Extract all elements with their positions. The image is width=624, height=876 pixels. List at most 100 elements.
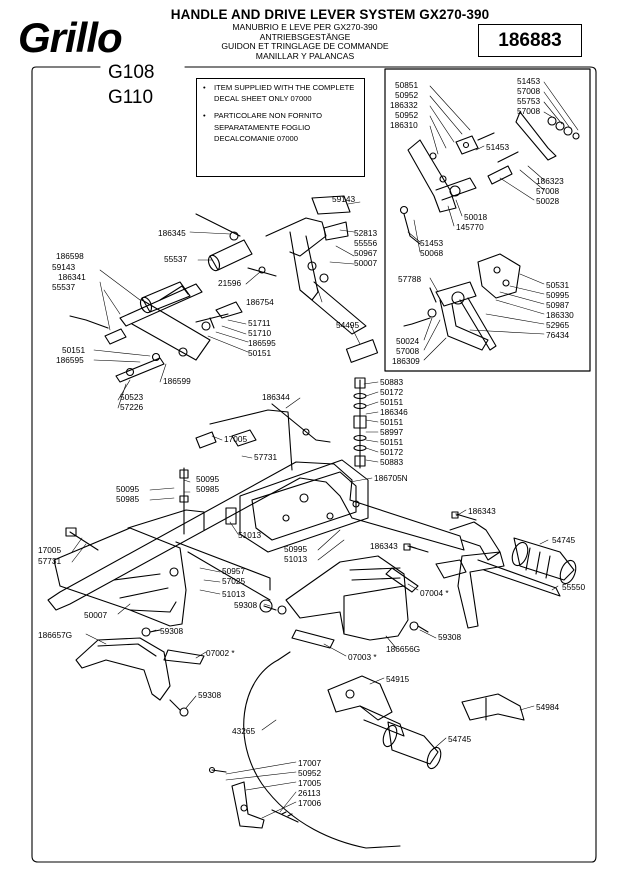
callout: 54745 bbox=[448, 734, 471, 744]
callout: 186310 bbox=[390, 120, 418, 130]
callout: 55556 bbox=[354, 238, 377, 248]
grip-54745-upper bbox=[511, 537, 577, 585]
callout: 51453 bbox=[517, 76, 540, 86]
throttle-lever bbox=[265, 195, 379, 363]
callout: 186598 bbox=[56, 251, 84, 261]
callout: 50851 bbox=[395, 80, 418, 90]
left-grip bbox=[139, 281, 191, 314]
callout: 50151 bbox=[380, 437, 403, 447]
callout: 55550 bbox=[562, 582, 585, 592]
callout: 57008 bbox=[517, 106, 540, 116]
note-italian: PARTICOLARE NON FORNITO SEPARATAMENTE FO… bbox=[197, 110, 364, 144]
callout: 186346 bbox=[380, 407, 408, 417]
cable-bracket-51711 bbox=[195, 301, 243, 331]
bracket-17006 bbox=[208, 766, 299, 829]
cover-186657G bbox=[75, 637, 171, 701]
callout: 57731 bbox=[38, 556, 61, 566]
callout: 186595 bbox=[248, 338, 276, 348]
callout: 57226 bbox=[120, 402, 143, 412]
bolt-stack-right bbox=[353, 377, 367, 469]
callout: 57008 bbox=[517, 86, 540, 96]
subtitle-de: ANTRIEBSGESTÄNGE bbox=[259, 31, 351, 42]
callout: 52965 bbox=[546, 320, 569, 330]
callout: 59308 bbox=[198, 690, 221, 700]
callout: 59308 bbox=[160, 626, 183, 636]
callout: 54984 bbox=[536, 702, 559, 712]
callout: 59308 bbox=[438, 632, 461, 642]
diagram-title: HANDLE AND DRIVE LEVER SYSTEM GX270-390 bbox=[170, 7, 490, 22]
screws-59308 bbox=[141, 605, 429, 717]
subtitle-it: MANUBRIO E LEVE PER GX270-390 bbox=[232, 22, 378, 32]
callout: 50024 bbox=[396, 336, 419, 346]
callout: 186657G bbox=[38, 630, 72, 640]
callout: 17006 bbox=[298, 798, 321, 808]
callout: 186332 bbox=[390, 100, 418, 110]
callout: 54745 bbox=[552, 535, 575, 545]
callout: 55537 bbox=[164, 254, 187, 264]
brand-wordmark: Grillo bbox=[18, 14, 122, 61]
lever-54984 bbox=[461, 693, 525, 721]
callout: 145770 bbox=[456, 222, 484, 232]
callout: 07004 * bbox=[420, 588, 449, 598]
callout: 17007 bbox=[298, 758, 321, 768]
throttle-cable-186345 bbox=[195, 213, 241, 241]
leader-lines bbox=[71, 81, 579, 819]
callout: 186656G bbox=[386, 644, 420, 654]
callout: 43265 bbox=[232, 726, 255, 736]
callout: 50172 bbox=[380, 447, 403, 457]
callout: 57008 bbox=[536, 186, 559, 196]
callout: 50095 bbox=[116, 484, 139, 494]
callout: 186705N bbox=[374, 473, 408, 483]
callout: 59143 bbox=[332, 194, 355, 204]
model-g110: G110 bbox=[108, 87, 154, 108]
callout: 58997 bbox=[380, 427, 403, 437]
callout: 186595 bbox=[56, 355, 84, 365]
callout: 50151 bbox=[380, 417, 403, 427]
callout: 50957 bbox=[222, 566, 245, 576]
callout: 186754 bbox=[246, 297, 274, 307]
callout: 50531 bbox=[546, 280, 569, 290]
callout: 21596 bbox=[218, 278, 241, 288]
callouts-main-center: 186344 17005 57731 50095 50985 50095 509… bbox=[116, 377, 585, 598]
callout: 57025 bbox=[222, 576, 245, 586]
outer-frame bbox=[31, 66, 597, 863]
callout: 50952 bbox=[395, 90, 418, 100]
decal-07003 bbox=[291, 629, 335, 649]
callout: 55753 bbox=[517, 96, 540, 106]
callout: 54915 bbox=[386, 674, 409, 684]
callout: 50151 bbox=[380, 397, 403, 407]
callout: 50028 bbox=[536, 196, 559, 206]
lower-left-frame bbox=[53, 509, 205, 627]
grip-54745-lower bbox=[382, 721, 442, 770]
right-control-handle bbox=[435, 521, 561, 629]
callout: 186345 bbox=[158, 228, 186, 238]
callout: 186341 bbox=[58, 272, 86, 282]
callout: 57788 bbox=[398, 274, 421, 284]
callout: 186330 bbox=[546, 310, 574, 320]
inset-lower-lever bbox=[403, 253, 521, 351]
callout: 50952 bbox=[395, 110, 418, 120]
callouts-inset: 50851 50952 186332 50952 186310 51453 51… bbox=[390, 76, 574, 366]
callout: 54495 bbox=[336, 320, 359, 330]
callout: 50995 bbox=[284, 544, 307, 554]
pin-50523 bbox=[115, 357, 165, 383]
callout: 07003 * bbox=[348, 652, 377, 662]
upper-grip bbox=[207, 239, 253, 272]
callout: 50952 bbox=[298, 768, 321, 778]
cross-tube bbox=[175, 541, 273, 613]
callout: 07002 * bbox=[206, 648, 235, 658]
cable-186344 bbox=[271, 403, 331, 443]
callout: 186599 bbox=[163, 376, 191, 386]
decal-07004 bbox=[385, 567, 419, 593]
callout: 186309 bbox=[392, 356, 420, 366]
cable-43265 bbox=[243, 651, 401, 849]
callout: 57731 bbox=[254, 452, 277, 462]
callout: 52813 bbox=[354, 228, 377, 238]
part-number-box: 186883 bbox=[478, 24, 582, 57]
callout: 50068 bbox=[420, 248, 443, 258]
pin-186343 bbox=[403, 511, 477, 553]
main-handle-tube bbox=[47, 409, 465, 611]
subtitle-es: MANILLAR Y PALANCAS bbox=[255, 50, 355, 61]
callout: 186343 bbox=[468, 506, 496, 516]
